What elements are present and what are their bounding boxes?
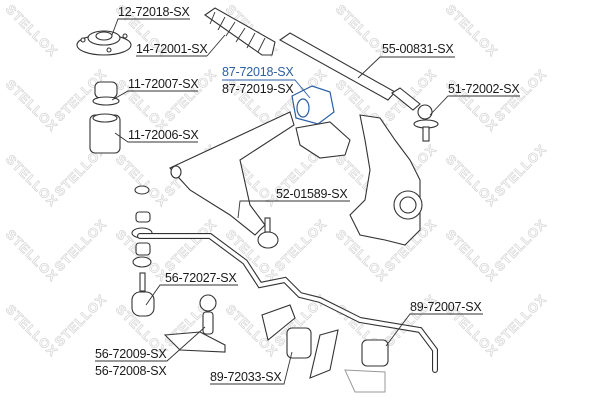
- bracket-part: [295, 121, 351, 159]
- watermark-text: STELLOX: [443, 152, 501, 210]
- stabilizer-bar-inner: [138, 234, 437, 372]
- label-tie-rod[interactable]: 55-00831-SX: [382, 42, 454, 56]
- leader-lines: [95, 18, 520, 385]
- watermark-text: STELLOX: [113, 152, 171, 210]
- control-arm-part: [169, 111, 295, 249]
- watermark-text: STELLOX: [492, 216, 550, 274]
- watermark-text: STELLOX: [162, 66, 220, 124]
- arm-bushing-part: [291, 85, 335, 125]
- label-bump-stop[interactable]: 11-72007-SX: [128, 77, 199, 91]
- bump-stop-part: [92, 81, 120, 106]
- stabilizer-bushing-part: [344, 339, 389, 393]
- label-top-mount[interactable]: 12-72018-SX: [118, 5, 190, 19]
- dust-boot-part: [89, 113, 121, 154]
- label-steering-boot[interactable]: 14-72001-SX: [136, 42, 208, 56]
- label-tie-rod-end[interactable]: 51-72002-SX: [448, 82, 520, 96]
- watermark-text: STELLOX: [3, 302, 61, 360]
- watermark-text: STELLOX: [52, 291, 110, 349]
- watermark-text: STELLOX: [3, 152, 61, 210]
- watermark-text: STELLOX: [3, 227, 61, 285]
- label-stabilizer-mount-bushing[interactable]: 89-72033-SX: [210, 370, 282, 384]
- watermark-text: STELLOX: [3, 2, 61, 60]
- label-link-a[interactable]: 56-72009-SX: [95, 347, 167, 361]
- label-stabilizer-bushing[interactable]: 89-72007-SX: [410, 300, 482, 314]
- watermark-text: STELLOX: [162, 216, 220, 274]
- watermark-text: STELLOX: [272, 216, 330, 274]
- watermark-text: STELLOX: [492, 291, 550, 349]
- watermark-text: STELLOX: [443, 227, 501, 285]
- steering-boot-part: [204, 7, 276, 56]
- label-link-b[interactable]: 56-72008-SX: [95, 364, 167, 378]
- tie-rod-part: [278, 32, 421, 111]
- watermark-text: STELLOX: [52, 216, 110, 274]
- watermark-text: STELLOX: [3, 77, 61, 135]
- label-arm-bushing-b[interactable]: 87-72019-SX: [222, 82, 294, 96]
- label-stabilizer-link[interactable]: 56-72027-SX: [165, 271, 237, 285]
- label-dust-boot[interactable]: 11-72006-SX: [128, 128, 199, 142]
- label-ball-joint[interactable]: 52-01589-SX: [276, 187, 348, 201]
- link-part: [163, 294, 226, 353]
- watermark-text: STELLOX: [492, 141, 550, 199]
- tie-rod-end-part: [413, 104, 439, 142]
- stabilizer-mount-bushing-part: [261, 304, 339, 379]
- top-mount-part: [76, 30, 132, 56]
- steering-knuckle-part: [349, 114, 423, 246]
- label-arm-bushing-a[interactable]: 87-72018-SX: [222, 65, 294, 79]
